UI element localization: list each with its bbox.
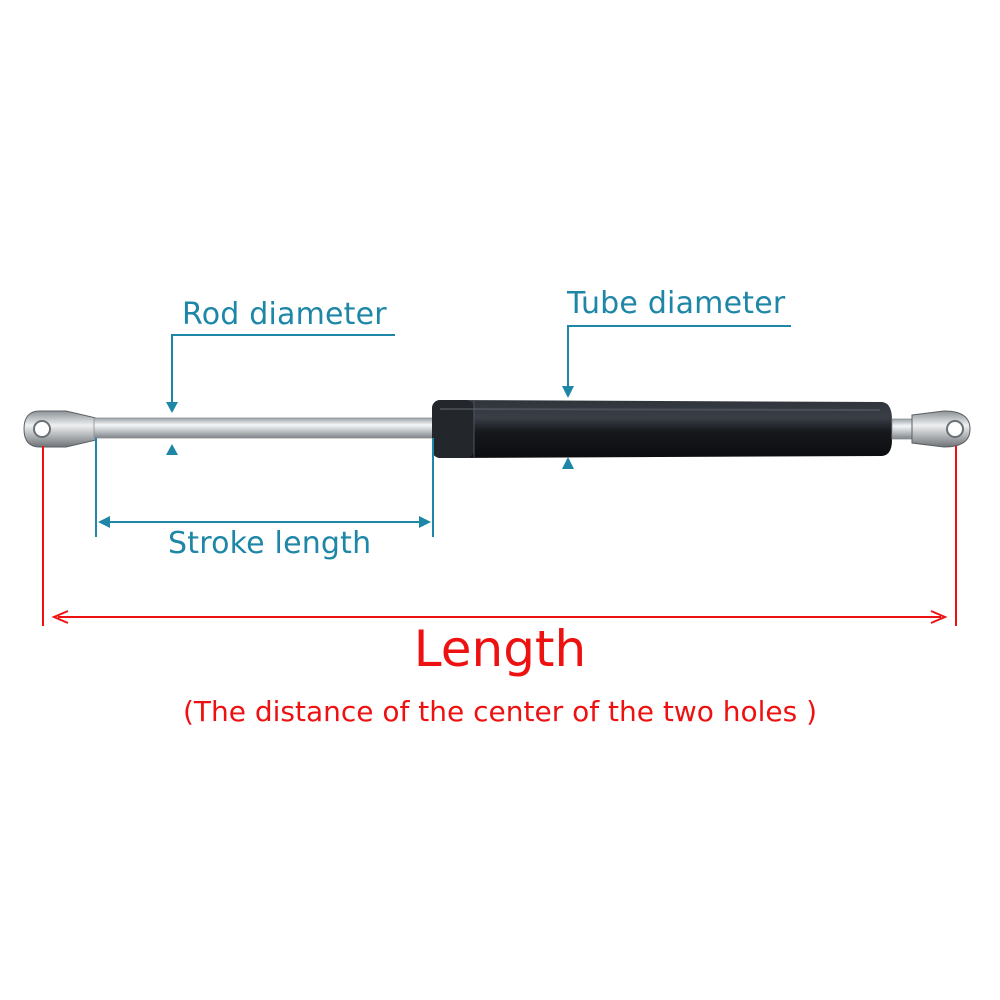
right-eyelet-hole xyxy=(946,420,964,438)
length-caption: (The distance of the center of the two h… xyxy=(182,695,818,728)
length-label: Length xyxy=(413,620,587,678)
rod-diameter-marker xyxy=(166,334,395,455)
rod-diameter-label: Rod diameter xyxy=(182,297,387,332)
overall-length-marker xyxy=(42,446,957,626)
stroke-length-label: Stroke length xyxy=(168,526,372,561)
tube-body xyxy=(432,400,892,458)
tube-diameter-marker xyxy=(562,325,791,469)
tube-diameter-label: Tube diameter xyxy=(567,286,786,321)
stroke-length-marker xyxy=(95,438,434,537)
right-eyelet xyxy=(891,410,971,448)
left-eyelet-hole xyxy=(33,420,51,438)
left-eyelet xyxy=(23,410,97,448)
piston-rod xyxy=(93,417,437,439)
